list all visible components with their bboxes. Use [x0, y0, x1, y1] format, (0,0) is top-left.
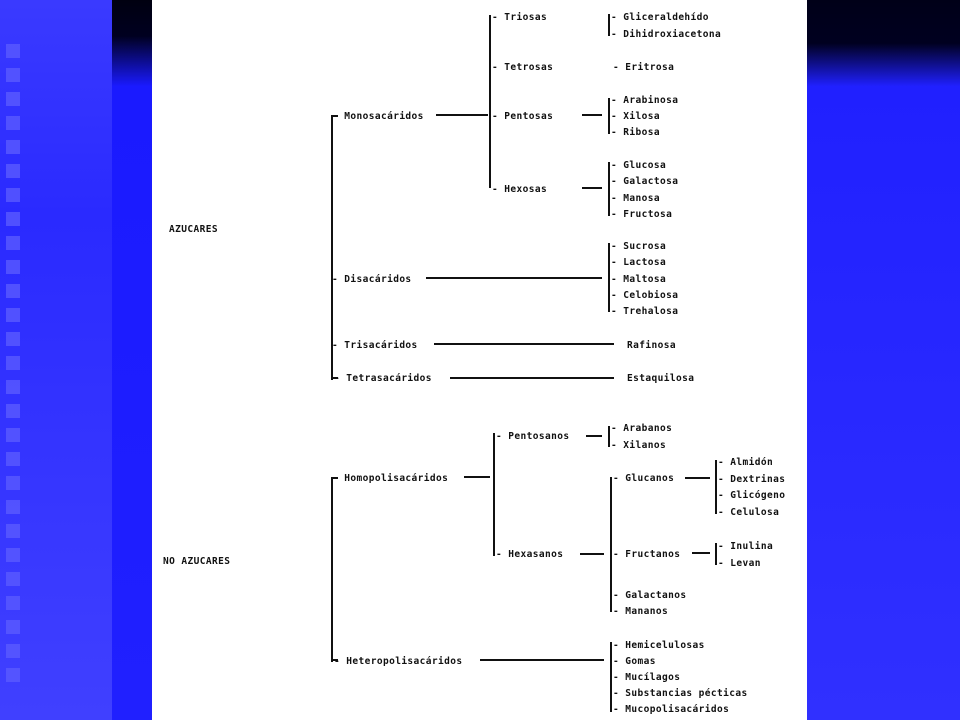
- glucanos-item: - Almidón: [718, 457, 773, 468]
- pentosanos-label: - Pentosanos: [496, 431, 569, 442]
- mananos-label: - Mananos: [613, 606, 668, 617]
- disacaridos-item: - Sucrosa: [611, 241, 666, 252]
- trisacaridos-label: - Trisacáridos: [332, 340, 418, 351]
- pentosas-item: - Xilosa: [611, 111, 660, 122]
- triosas-item: - Gliceraldehído: [611, 12, 709, 23]
- tetrosas-item: - Eritrosa: [613, 62, 674, 73]
- hexosas-item: - Manosa: [611, 193, 660, 204]
- fructanos-item: - Inulina: [718, 541, 773, 552]
- trisacaridos-item: Rafinosa: [627, 340, 676, 351]
- homopolisacaridos-label: - Homopolisacáridos: [332, 473, 448, 484]
- tetrosas-label: - Tetrosas: [492, 62, 553, 73]
- hexasanos-label: - Hexasanos: [496, 549, 563, 560]
- disacaridos-item: - Trehalosa: [611, 306, 678, 317]
- heteropolisacaridos-item: - Gomas: [613, 656, 656, 667]
- glucanos-item: - Celulosa: [718, 507, 779, 518]
- heteropolisacaridos-item: - Mucílagos: [613, 672, 680, 683]
- diagram-paper: AZUCARES - Monosacáridos - Triosas - Tet…: [152, 0, 807, 720]
- glucanos-item: - Dextrinas: [718, 474, 785, 485]
- pentosanos-item: - Xilanos: [611, 440, 666, 451]
- carbohydrate-classification-tree: AZUCARES - Monosacáridos - Triosas - Tet…: [163, 12, 785, 715]
- disacaridos-item: - Maltosa: [611, 274, 666, 285]
- no-azucares-label: NO AZUCARES: [163, 556, 230, 567]
- monosacaridos-label: - Monosacáridos: [332, 111, 424, 122]
- pentosanos-item: - Arabanos: [611, 423, 672, 434]
- disacaridos-label: - Disacáridos: [332, 274, 412, 285]
- galactanos-label: - Galactanos: [613, 590, 686, 601]
- hexosas-item: - Fructosa: [611, 209, 672, 220]
- triosas-label: - Triosas: [492, 12, 547, 23]
- tetrasacaridos-label: - Tetrasacáridos: [334, 373, 432, 384]
- heteropolisacaridos-label: - Heteropolisacáridos: [334, 656, 463, 667]
- fructanos-item: - Levan: [718, 558, 761, 569]
- disacaridos-item: - Lactosa: [611, 257, 666, 268]
- decorative-square-column: [6, 44, 22, 720]
- slide-background-right: [807, 0, 960, 720]
- triosas-item: - Dihidroxiacetona: [611, 29, 721, 40]
- tetrasacaridos-item: Estaquilosa: [627, 373, 694, 384]
- pentosas-item: - Ribosa: [611, 127, 660, 138]
- slide-background-left-shade: [112, 0, 152, 720]
- glucanos-label: - Glucanos: [613, 473, 674, 484]
- glucanos-item: - Glicógeno: [718, 490, 785, 501]
- hexosas-label: - Hexosas: [492, 184, 547, 195]
- pentosas-item: - Arabinosa: [611, 95, 678, 106]
- disacaridos-item: - Celobiosa: [611, 290, 678, 301]
- hexosas-item: - Glucosa: [611, 160, 666, 171]
- heteropolisacaridos-item: - Hemicelulosas: [613, 640, 705, 651]
- heteropolisacaridos-item: - Substancias pécticas: [613, 688, 748, 699]
- hexosas-item: - Galactosa: [611, 176, 678, 187]
- azucares-label: AZUCARES: [169, 224, 218, 235]
- pentosas-label: - Pentosas: [492, 111, 553, 122]
- fructanos-label: - Fructanos: [613, 549, 680, 560]
- heteropolisacaridos-item: - Mucopolisacáridos: [613, 704, 729, 715]
